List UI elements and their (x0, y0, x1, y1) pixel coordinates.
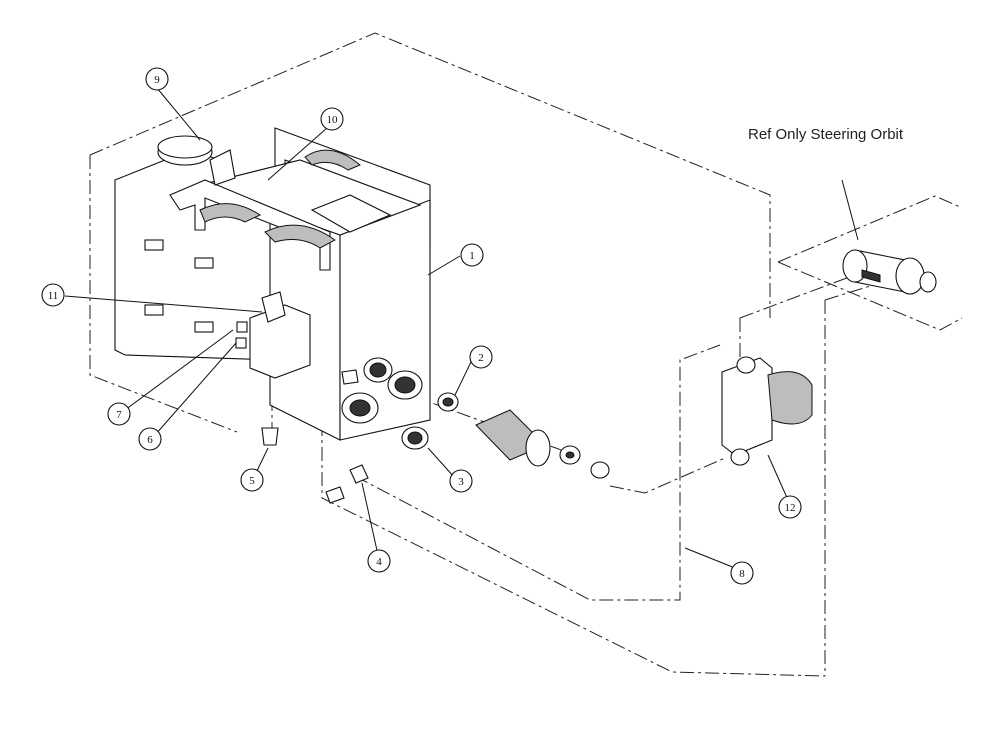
hydraulic-tank-assembly (114, 127, 431, 441)
svg-text:11: 11 (48, 290, 59, 302)
svg-text:10: 10 (327, 114, 339, 126)
balloon-11: 11 (41, 283, 65, 307)
balloon-12: 12 (778, 495, 802, 519)
orbit-reference-outline-lower (777, 261, 963, 331)
svg-text:6: 6 (147, 434, 153, 446)
svg-text:9: 9 (154, 74, 160, 86)
svg-text:3: 3 (458, 476, 464, 488)
hose-line-8-middle (354, 344, 721, 601)
balloon-1: 1 (460, 243, 484, 267)
balloon-8: 8 (730, 561, 754, 585)
balloon-4: 4 (367, 549, 391, 573)
svg-text:1: 1 (469, 250, 475, 262)
valve-block-part-11 (235, 291, 311, 379)
svg-text:2: 2 (478, 352, 484, 364)
svg-text:7: 7 (116, 409, 122, 421)
balloon-10: 10 (320, 107, 344, 131)
svg-text:4: 4 (376, 556, 382, 568)
leader-lines (64, 87, 789, 571)
balloon-6: 6 (138, 427, 162, 451)
orbit-reference-outline (777, 195, 961, 263)
valve-part-12 (721, 356, 813, 466)
reference-label: Ref Only Steering Orbit (748, 126, 904, 143)
balloon-5: 5 (240, 468, 264, 492)
balloon-3: 3 (449, 469, 473, 493)
hose-to-orbit-upper (739, 272, 861, 319)
hose-line-9 (89, 32, 771, 318)
steering-orbit-reference (841, 179, 937, 295)
hose-to-orbit-right (824, 282, 881, 301)
balloon-2: 2 (469, 345, 493, 369)
svg-text:8: 8 (739, 568, 745, 580)
svg-text:5: 5 (249, 475, 255, 487)
balloon-9: 9 (145, 67, 169, 91)
hose-filter-to-valve (609, 457, 726, 494)
balloon-7: 7 (107, 402, 131, 426)
hose-line-9-left (89, 155, 238, 433)
svg-text:12: 12 (785, 502, 796, 514)
hose-line-8-lower (321, 372, 826, 677)
filter-and-fittings (261, 392, 610, 504)
